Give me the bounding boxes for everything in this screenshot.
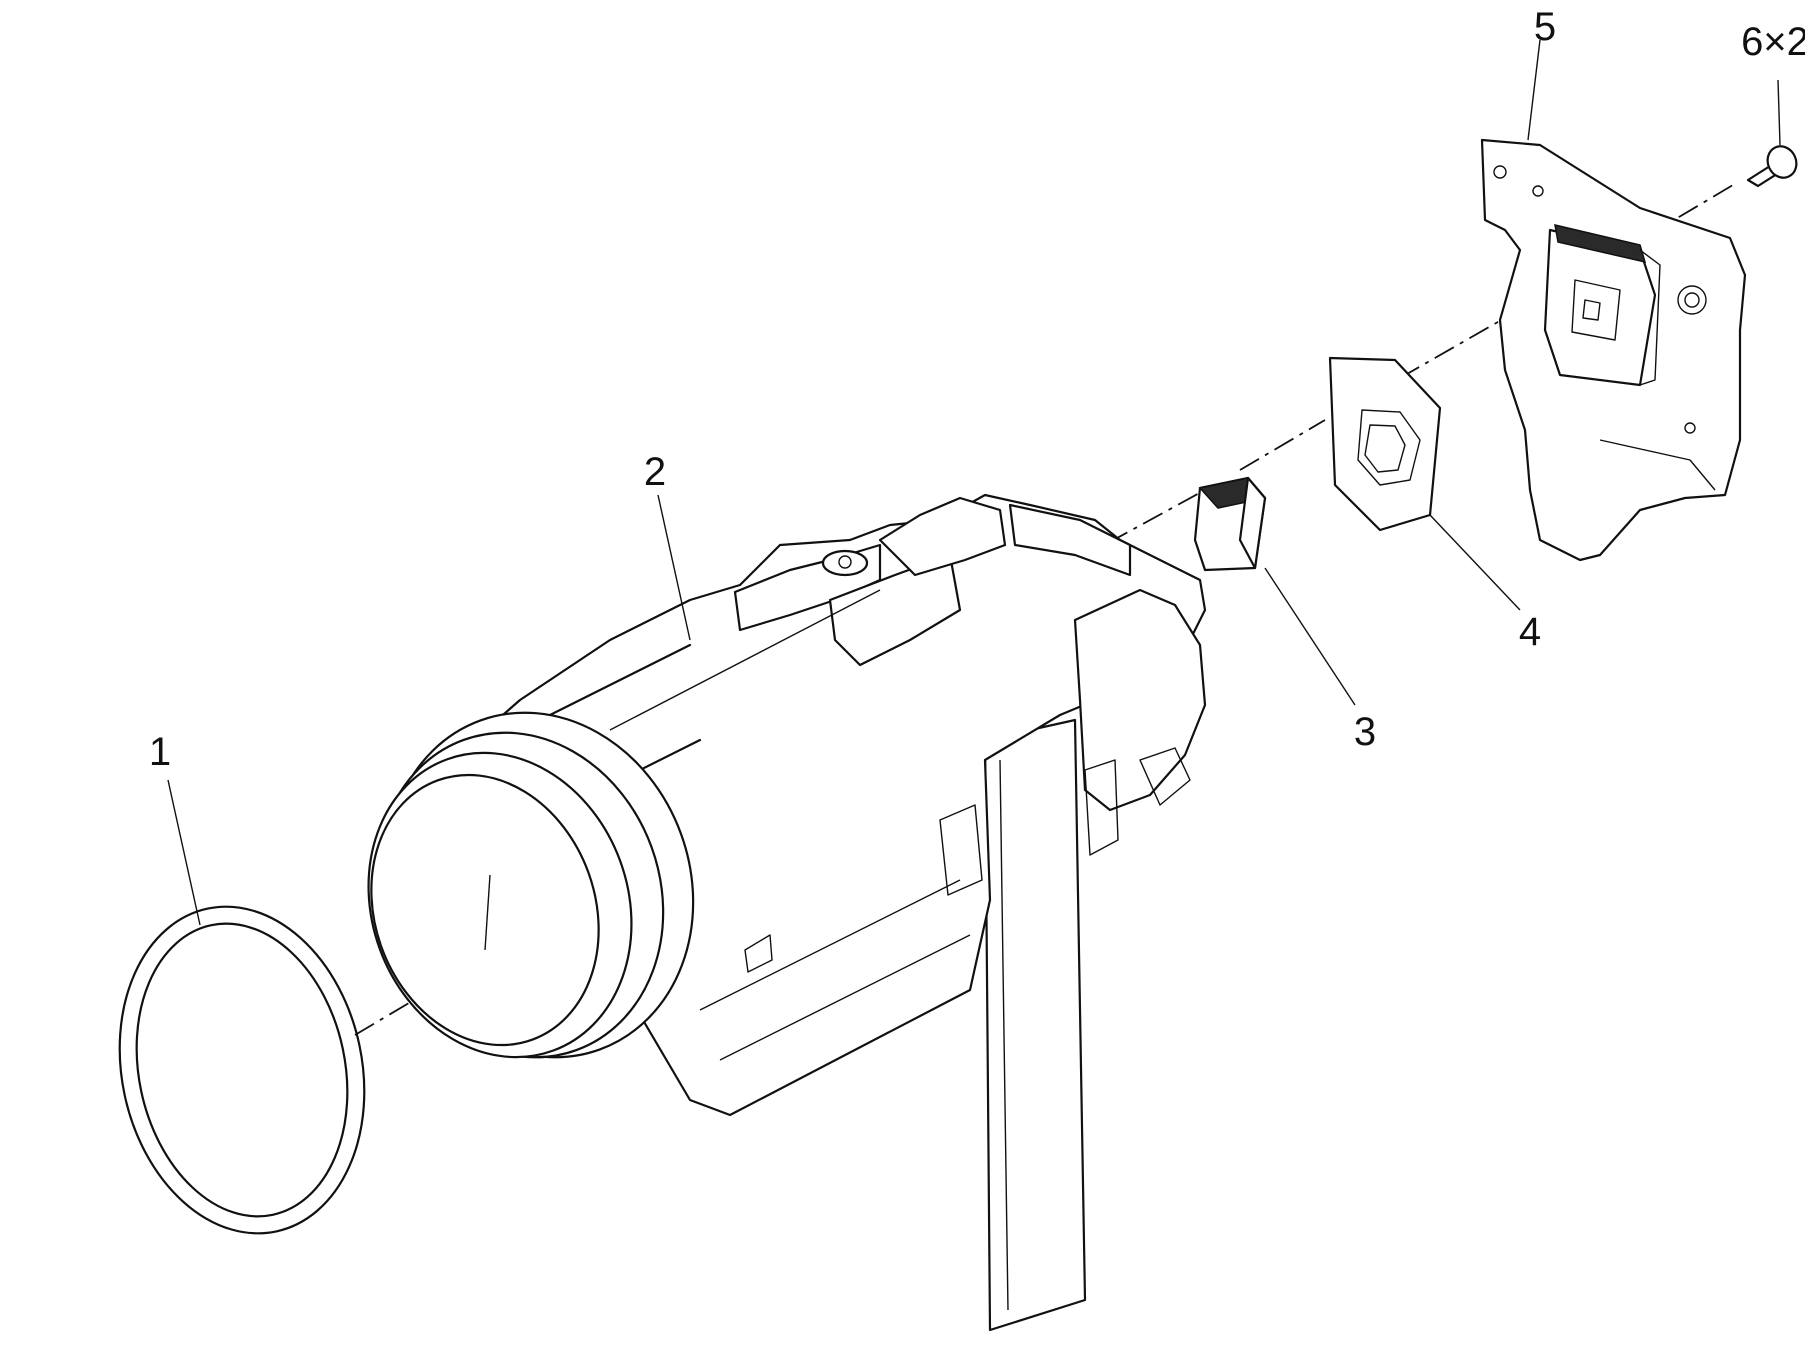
callout-2: 2 — [644, 450, 666, 494]
callout-labels: 1 2 3 4 5 6×2 — [149, 5, 1805, 774]
part-5-sensor-board — [1480, 138, 1747, 562]
part-3-filter — [1193, 476, 1267, 572]
part-6-screw — [1746, 145, 1798, 188]
flex-cable — [983, 718, 1087, 1332]
callout-1: 1 — [149, 730, 171, 774]
callout-6: 6×2 — [1741, 20, 1805, 64]
part-2-lens-block — [367, 493, 1207, 1332]
part-4-gasket — [1328, 356, 1442, 532]
callout-5: 5 — [1534, 5, 1556, 49]
callout-3: 3 — [1354, 710, 1376, 754]
callout-4: 4 — [1519, 610, 1541, 654]
part-1-ring — [118, 905, 366, 1235]
leader-lines — [167, 39, 1781, 926]
